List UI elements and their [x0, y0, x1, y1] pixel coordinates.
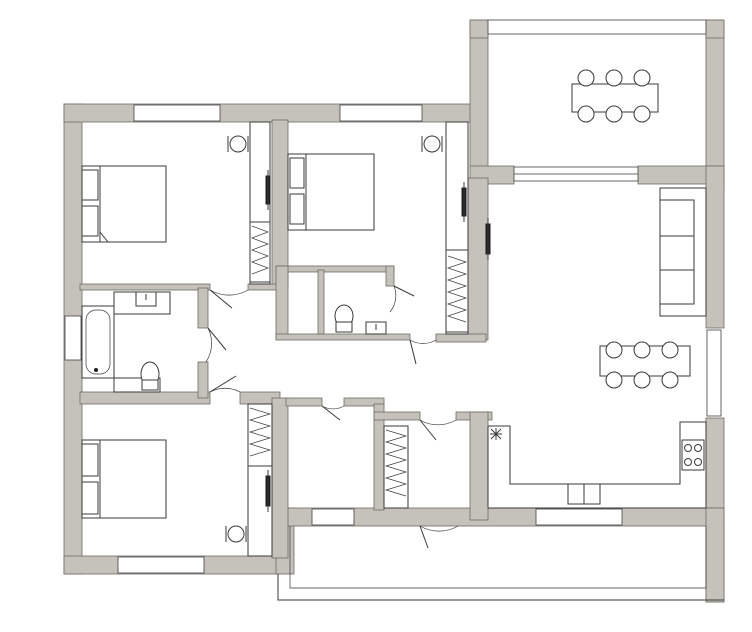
bedroom-3 [81, 403, 273, 557]
windows [64, 19, 722, 574]
ceiling-light [490, 428, 502, 440]
cooktop [681, 439, 705, 471]
bedroom-2 [287, 121, 491, 335]
wc [334, 304, 387, 335]
desk-chair [229, 135, 247, 153]
bedroom-1 [81, 121, 271, 285]
desk-chair [227, 525, 245, 543]
kitchen [487, 421, 707, 509]
wardrobe [383, 425, 409, 509]
balcony [277, 526, 724, 601]
bathtub [81, 305, 115, 379]
living-room [599, 187, 707, 389]
desk-chair [423, 135, 441, 153]
corridor-storage [383, 425, 409, 509]
terrace [571, 69, 659, 123]
doors [205, 285, 459, 549]
wardrobe [249, 221, 271, 283]
bathroom [81, 291, 171, 393]
